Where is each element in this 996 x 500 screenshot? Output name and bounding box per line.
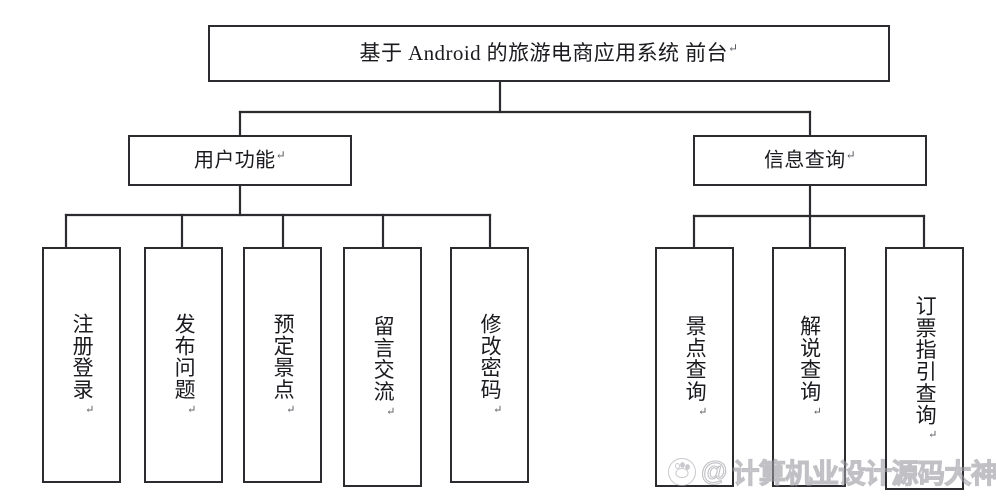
node-user-functions-label: 用户功能↵ [193,147,287,172]
node-attraction-query-label: 景点查询↵ [683,315,709,418]
return-mark: ↵ [187,403,198,416]
node-user-functions[interactable]: 用户功能↵ [128,135,352,186]
return-mark: ↵ [727,40,739,55]
return-mark: ↵ [493,403,504,416]
node-message-exchange[interactable]: 留言交流↵ [343,247,422,487]
node-book-attraction-label: 预定景点↵ [271,313,297,416]
node-ticket-guide-query-label: 订票指引查询↵ [913,294,939,441]
node-post-question-label: 发布问题↵ [172,313,198,416]
return-mark: ↵ [286,403,297,416]
node-change-password-label: 修改密码↵ [478,313,504,416]
return-mark: ↵ [928,428,939,441]
return-mark: ↵ [275,147,287,162]
node-change-password[interactable]: 修改密码↵ [450,247,529,483]
node-register-login[interactable]: 注册登录↵ [42,247,121,483]
node-root-system[interactable]: 基于 Android 的旅游电商应用系统 前台↵ [208,25,890,82]
return-mark: ↵ [845,147,857,162]
node-commentary-query[interactable]: 解说查询↵ [772,247,846,487]
node-commentary-query-label: 解说查询↵ [797,315,823,418]
return-mark: ↵ [812,405,823,418]
node-post-question[interactable]: 发布问题↵ [144,247,223,483]
return-mark: ↵ [698,405,709,418]
node-ticket-guide-query[interactable]: 订票指引查询↵ [885,247,964,490]
node-register-login-label: 注册登录↵ [70,313,96,416]
node-book-attraction[interactable]: 预定景点↵ [243,247,322,483]
node-root-label: 基于 Android 的旅游电商应用系统 前台↵ [359,40,739,65]
node-info-query[interactable]: 信息查询↵ [693,135,927,186]
return-mark: ↵ [386,405,397,418]
node-info-query-label: 信息查询↵ [763,147,857,172]
node-message-exchange-label: 留言交流↵ [371,315,397,418]
node-attraction-query[interactable]: 景点查询↵ [655,247,734,487]
return-mark: ↵ [85,403,96,416]
